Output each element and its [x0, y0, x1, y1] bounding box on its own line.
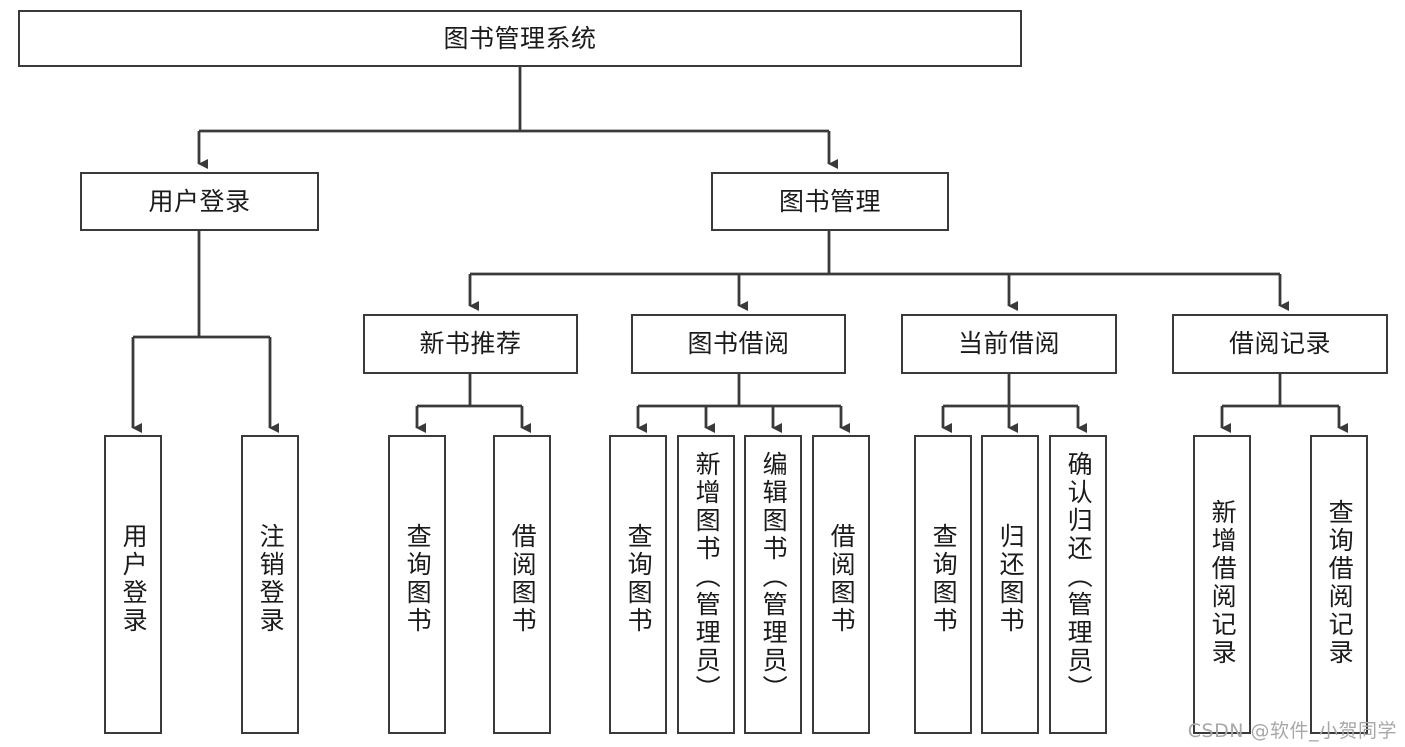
- node-book-management[interactable]: 图书管理: [711, 172, 949, 231]
- node-book-borrowing[interactable]: 图书借阅: [631, 314, 846, 374]
- node-label: 确认归还（管理员）: [1064, 451, 1094, 703]
- leaf-confirm-return-admin[interactable]: 确认归还（管理员）: [1049, 435, 1107, 734]
- leaf-logout[interactable]: 注销登录: [241, 435, 299, 734]
- leaf-user-login[interactable]: 用户登录: [104, 435, 162, 734]
- leaf-add-borrow-record[interactable]: 新增借阅记录: [1193, 435, 1251, 734]
- leaf-borrow-book-recommend[interactable]: 借阅图书: [493, 435, 551, 734]
- leaf-return-book[interactable]: 归还图书: [981, 435, 1039, 734]
- node-user-login[interactable]: 用户登录: [80, 172, 319, 231]
- node-label: 借阅图书: [508, 523, 538, 635]
- node-label: 借阅图书: [827, 523, 857, 635]
- node-label: 新增图书（管理员）: [692, 451, 722, 703]
- node-label: 查询图书: [929, 523, 959, 635]
- node-label: 查询图书: [624, 523, 654, 635]
- leaf-query-book-borrow[interactable]: 查询图书: [609, 435, 667, 734]
- leaf-query-book-recommend[interactable]: 查询图书: [388, 435, 446, 734]
- node-label: 图书借阅: [687, 329, 790, 358]
- watermark-text: CSDN @软件_小贺同学: [1187, 720, 1397, 742]
- node-borrowing-record[interactable]: 借阅记录: [1172, 314, 1388, 374]
- node-label: 注销登录: [256, 523, 286, 635]
- node-label: 用户登录: [148, 186, 251, 216]
- node-label: 归还图书: [996, 523, 1026, 635]
- node-label: 图书管理系统: [443, 23, 597, 53]
- leaf-edit-book-admin[interactable]: 编辑图书（管理员）: [744, 435, 802, 734]
- leaf-add-book-admin[interactable]: 新增图书（管理员）: [677, 435, 735, 734]
- leaf-borrow-book[interactable]: 借阅图书: [812, 435, 870, 734]
- node-label: 查询图书: [403, 523, 433, 635]
- node-root-book-management-system[interactable]: 图书管理系统: [18, 10, 1022, 67]
- node-label: 当前借阅: [957, 329, 1060, 358]
- leaf-query-book-current[interactable]: 查询图书: [914, 435, 972, 734]
- node-label: 新书推荐: [419, 329, 522, 358]
- node-label: 借阅记录: [1228, 329, 1331, 358]
- node-label: 编辑图书（管理员）: [759, 451, 789, 703]
- node-new-book-recommendation[interactable]: 新书推荐: [363, 314, 578, 374]
- leaf-query-borrow-record[interactable]: 查询借阅记录: [1310, 435, 1368, 734]
- node-label: 图书管理: [778, 186, 881, 216]
- node-label: 查询借阅记录: [1325, 499, 1355, 667]
- node-current-borrowing[interactable]: 当前借阅: [901, 314, 1117, 374]
- node-label: 新增借阅记录: [1208, 499, 1238, 667]
- node-label: 用户登录: [119, 523, 149, 635]
